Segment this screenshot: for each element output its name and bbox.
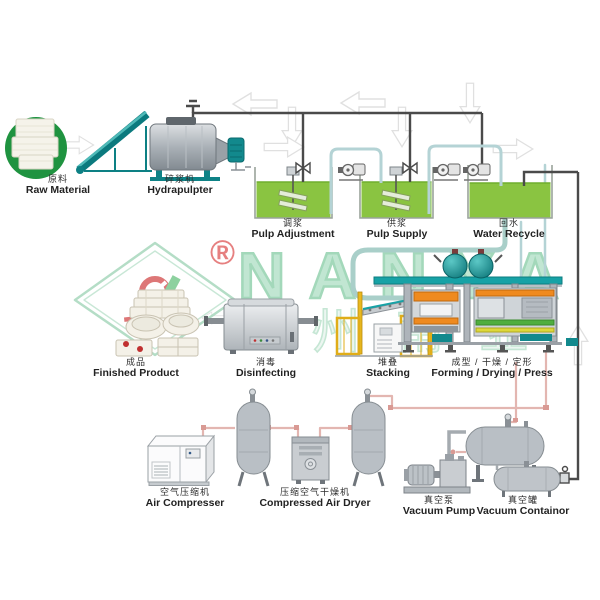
label-hydrapulper: 碎浆机 Hydrapulpter [147, 174, 213, 196]
label-finished-product-zh: 成品 [125, 357, 147, 367]
label-water-recycle-zh: 回水 [498, 218, 519, 228]
label-compressed-air-dryer: 压缩空气干燥机 Compressed Air Dryer [259, 487, 371, 509]
label-water-recycle-en: Water Recycle [473, 228, 545, 240]
raw-material-illustration [5, 117, 67, 179]
label-vacuum-container-zh: 真空罐 [507, 495, 539, 505]
pump-icon [463, 163, 491, 181]
air-compressor-machine [146, 434, 216, 486]
label-raw-material-zh: 原料 [47, 174, 69, 184]
vacuum-tank-large [465, 426, 545, 466]
air-tank-1 [236, 388, 271, 487]
forming-machine [373, 249, 578, 353]
label-pulp-supply-en: Pulp Supply [366, 228, 428, 240]
label-raw-material: 原料 Raw Material [25, 174, 91, 196]
yellow-pipe [475, 327, 555, 333]
pressure-ball [468, 253, 494, 279]
tank-water-recycle [467, 165, 553, 219]
hydrapulper-machine [149, 117, 251, 181]
label-compressed-air-dryer-en: Compressed Air Dryer [259, 497, 371, 509]
label-vacuum-pump: 真空泵 Vacuum Pump [402, 495, 476, 517]
label-hydrapulper-zh: 碎浆机 [164, 174, 195, 184]
tank-pulp-adjustment [254, 166, 333, 219]
air-dryer-machine [291, 436, 330, 484]
transfer-pipes-teal [329, 144, 503, 214]
vacuum-container-tanks [465, 413, 561, 497]
finished-product-stack [115, 289, 200, 357]
label-pulp-adjustment: 调浆 Pulp Adjustment [251, 218, 335, 240]
pump-motor [407, 464, 435, 486]
vacuum-tank-small [493, 466, 561, 492]
label-air-compressor: 空气压缩机 Air Compresser [145, 487, 225, 509]
label-forming-en: Forming / Drying / Press [431, 367, 553, 379]
disinfecting-machine [204, 298, 318, 354]
pulper-motor [227, 137, 245, 163]
label-pulp-adjustment-zh: 调浆 [282, 218, 303, 228]
label-air-compressor-en: Air Compresser [145, 497, 225, 509]
label-forming-drying-press: 成型 / 干燥 / 定形 Forming / Drying / Press [431, 357, 553, 379]
air-tank-2 [351, 388, 386, 487]
safety-fence [335, 316, 361, 356]
tank-pulp-supply [359, 166, 434, 219]
label-stacking-en: Stacking [366, 367, 410, 379]
agitator-motor [389, 166, 403, 176]
label-hydrapulper-en: Hydrapulpter [147, 184, 213, 196]
label-disinfecting-en: Disinfecting [235, 367, 297, 379]
label-finished-product-en: Finished Product [93, 367, 179, 379]
red-cap [137, 346, 143, 352]
vacuum-pump-machine [403, 430, 471, 494]
label-pulp-supply: 供浆 Pulp Supply [366, 218, 428, 240]
label-water-recycle: 回水 Water Recycle [473, 218, 545, 240]
label-vacuum-pump-zh: 真空泵 [423, 495, 455, 505]
label-air-compressor-zh: 空气压缩机 [159, 487, 210, 497]
label-stacking-zh: 堆叠 [377, 357, 399, 367]
label-finished-product: 成品 Finished Product [93, 357, 179, 379]
red-cap [123, 341, 129, 347]
label-disinfecting-zh: 消毒 [255, 357, 276, 367]
label-raw-material-en: Raw Material [25, 184, 91, 196]
conveyor [76, 110, 152, 174]
outlet-valve [231, 162, 251, 171]
pulp-pumps [338, 163, 491, 181]
label-vacuum-container-en: Vacuum Containor [476, 505, 570, 517]
label-compressed-air-dryer-zh: 压缩空气干燥机 [279, 487, 351, 497]
green-pipe [475, 319, 555, 326]
label-vacuum-container: 真空罐 Vacuum Containor [476, 495, 570, 517]
control-panel [249, 336, 281, 345]
label-pulp-supply-zh: 供浆 [386, 218, 408, 228]
label-disinfecting: 消毒 Disinfecting [235, 357, 297, 379]
label-forming-zh: 成型 / 干燥 / 定形 [451, 357, 533, 367]
pressure-ball [442, 253, 468, 279]
label-pulp-adjustment-en: Pulp Adjustment [251, 228, 335, 240]
label-vacuum-pump-en: Vacuum Pump [402, 505, 476, 517]
compressor-panel [185, 448, 201, 459]
label-stacking: 堆叠 Stacking [366, 357, 410, 379]
pump-icon [338, 163, 366, 181]
pump-icon [433, 163, 461, 181]
